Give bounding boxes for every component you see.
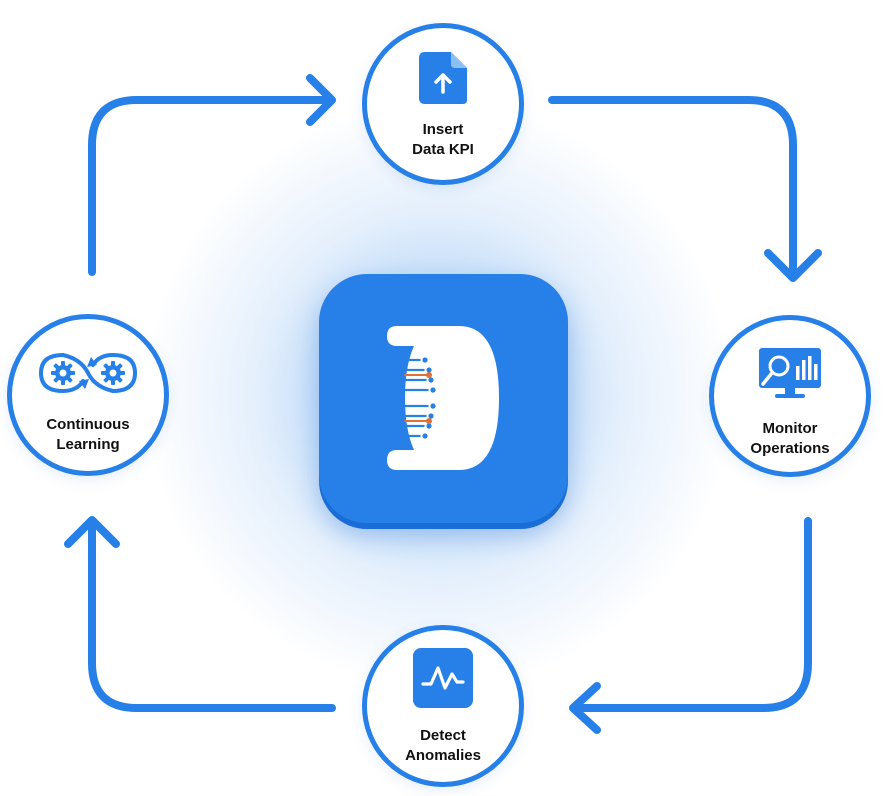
brand-logo-icon — [387, 326, 499, 470]
arrowhead-detect — [569, 682, 601, 734]
arrowhead-monitor — [764, 249, 822, 282]
step-monitor-operations: Monitor Operations — [709, 315, 871, 477]
pulse-icon — [411, 646, 475, 715]
detect-label-line2: Anomalies — [405, 747, 481, 764]
insert-label-line1: Insert — [422, 121, 464, 138]
monitor-label-line1: Monitor — [762, 420, 818, 437]
monitor-chart-icon — [755, 344, 825, 405]
learning-label-line2: Learning — [56, 436, 120, 453]
arrow-detect-to-learning — [88, 518, 336, 712]
step-detect-anomalies: Detect Anomalies — [362, 625, 524, 787]
file-upload-icon — [415, 48, 471, 113]
arrowhead-learning — [64, 516, 120, 548]
detect-label-line1: Detect — [420, 727, 466, 744]
gears-cycle-icon — [33, 345, 143, 406]
center-logo-tile — [319, 274, 568, 523]
monitor-label-line2: Operations — [750, 440, 830, 457]
step-insert-data-kpi: Insert Data KPI — [362, 23, 524, 185]
arrowhead-insert — [306, 74, 336, 126]
logo-letter-shape — [387, 326, 499, 470]
insert-label-line2: Data KPI — [412, 141, 474, 158]
arrow-learning-to-insert — [88, 96, 334, 276]
arrow-insert-to-monitor — [548, 96, 797, 274]
step-continuous-learning: Continuous Learning — [7, 314, 169, 476]
learning-label-line1: Continuous — [46, 416, 130, 433]
arrow-monitor-to-detect — [571, 517, 812, 712]
